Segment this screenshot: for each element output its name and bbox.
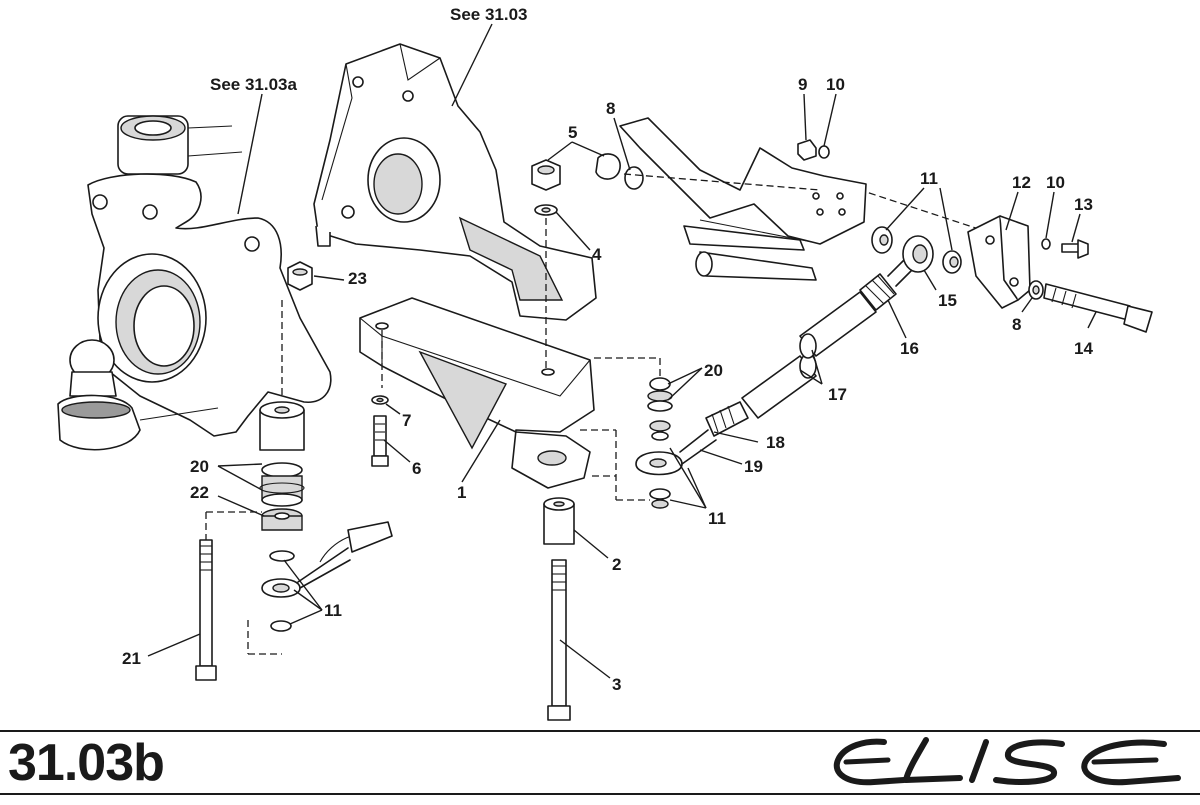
- left-bush-stack: [195, 261, 393, 681]
- part-5-nut-4-washer: [531, 153, 644, 372]
- callout-22: 22: [190, 483, 209, 502]
- leader-lines: [147, 93, 1097, 679]
- chassis-rear-bracket: [619, 117, 867, 281]
- footer-top-rule: [0, 730, 1200, 732]
- reference-see-31-03a: See 31.03a: [210, 75, 298, 94]
- elise-script-logo-icon: [833, 737, 1181, 786]
- callout-14: 14: [1074, 339, 1093, 358]
- footer-bottom-rule: [0, 793, 1200, 795]
- chassis-bracket: [313, 23, 597, 321]
- callout-12: 12: [1012, 173, 1031, 192]
- page-code: 31.03b: [8, 734, 165, 792]
- callout-17: 17: [828, 385, 847, 404]
- callout-4: 4: [592, 245, 602, 264]
- callout-9: 9: [798, 75, 807, 94]
- callout-2: 2: [612, 555, 621, 574]
- callout-1: 1: [457, 483, 466, 502]
- callout-7: 7: [402, 411, 411, 430]
- part-1-lower-bracket: [359, 297, 595, 489]
- callout-8-upper: 8: [606, 99, 615, 118]
- callout-10-upper: 10: [826, 75, 845, 94]
- callout-11-left: 11: [324, 601, 342, 620]
- callout-19: 19: [744, 457, 763, 476]
- callout-10-right: 10: [1046, 173, 1065, 192]
- callout-11-centre: 11: [708, 509, 726, 528]
- callout-3: 3: [612, 675, 621, 694]
- part-2-spacer-3-bolt: [543, 497, 575, 721]
- callout-21: 21: [122, 649, 141, 668]
- reference-see-31-03: See 31.03: [450, 5, 528, 24]
- right-rod-end-assembly: [847, 185, 1153, 333]
- callout-8-right: 8: [1012, 315, 1021, 334]
- callout-5: 5: [568, 123, 577, 142]
- callout-20-left: 20: [190, 457, 209, 476]
- part-6-bolt-7-washer: [371, 330, 389, 467]
- callout-20-centre: 20: [704, 361, 723, 380]
- callout-15: 15: [938, 291, 957, 310]
- callout-6: 6: [412, 459, 421, 478]
- callout-23: 23: [348, 269, 367, 288]
- callout-18: 18: [766, 433, 785, 452]
- callout-16: 16: [900, 339, 919, 358]
- callout-labels: See 31.03 See 31.03a 1 2 3 4 5 6 7 8 8 9…: [122, 5, 1093, 694]
- callout-11-upper: 11: [920, 169, 938, 188]
- callout-13: 13: [1074, 195, 1093, 214]
- centre-rod-end-stack: [580, 291, 877, 509]
- hub-carrier: [57, 93, 332, 451]
